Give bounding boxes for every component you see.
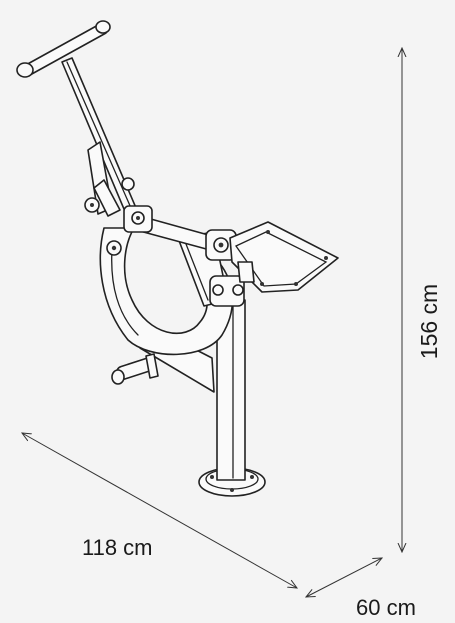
width-label: 118 cm [82,535,153,560]
dimension-lines [22,48,402,597]
seat-pad [229,221,339,293]
arm-bracket [84,141,121,217]
pivot-joints [106,177,245,307]
crank-handle [111,353,159,385]
handlebar [16,20,111,78]
depth-label: 60 cm [356,595,416,620]
depth-dimension-line [306,558,382,597]
width-dimension-line [22,433,297,588]
height-label: 156 cm [416,283,443,360]
